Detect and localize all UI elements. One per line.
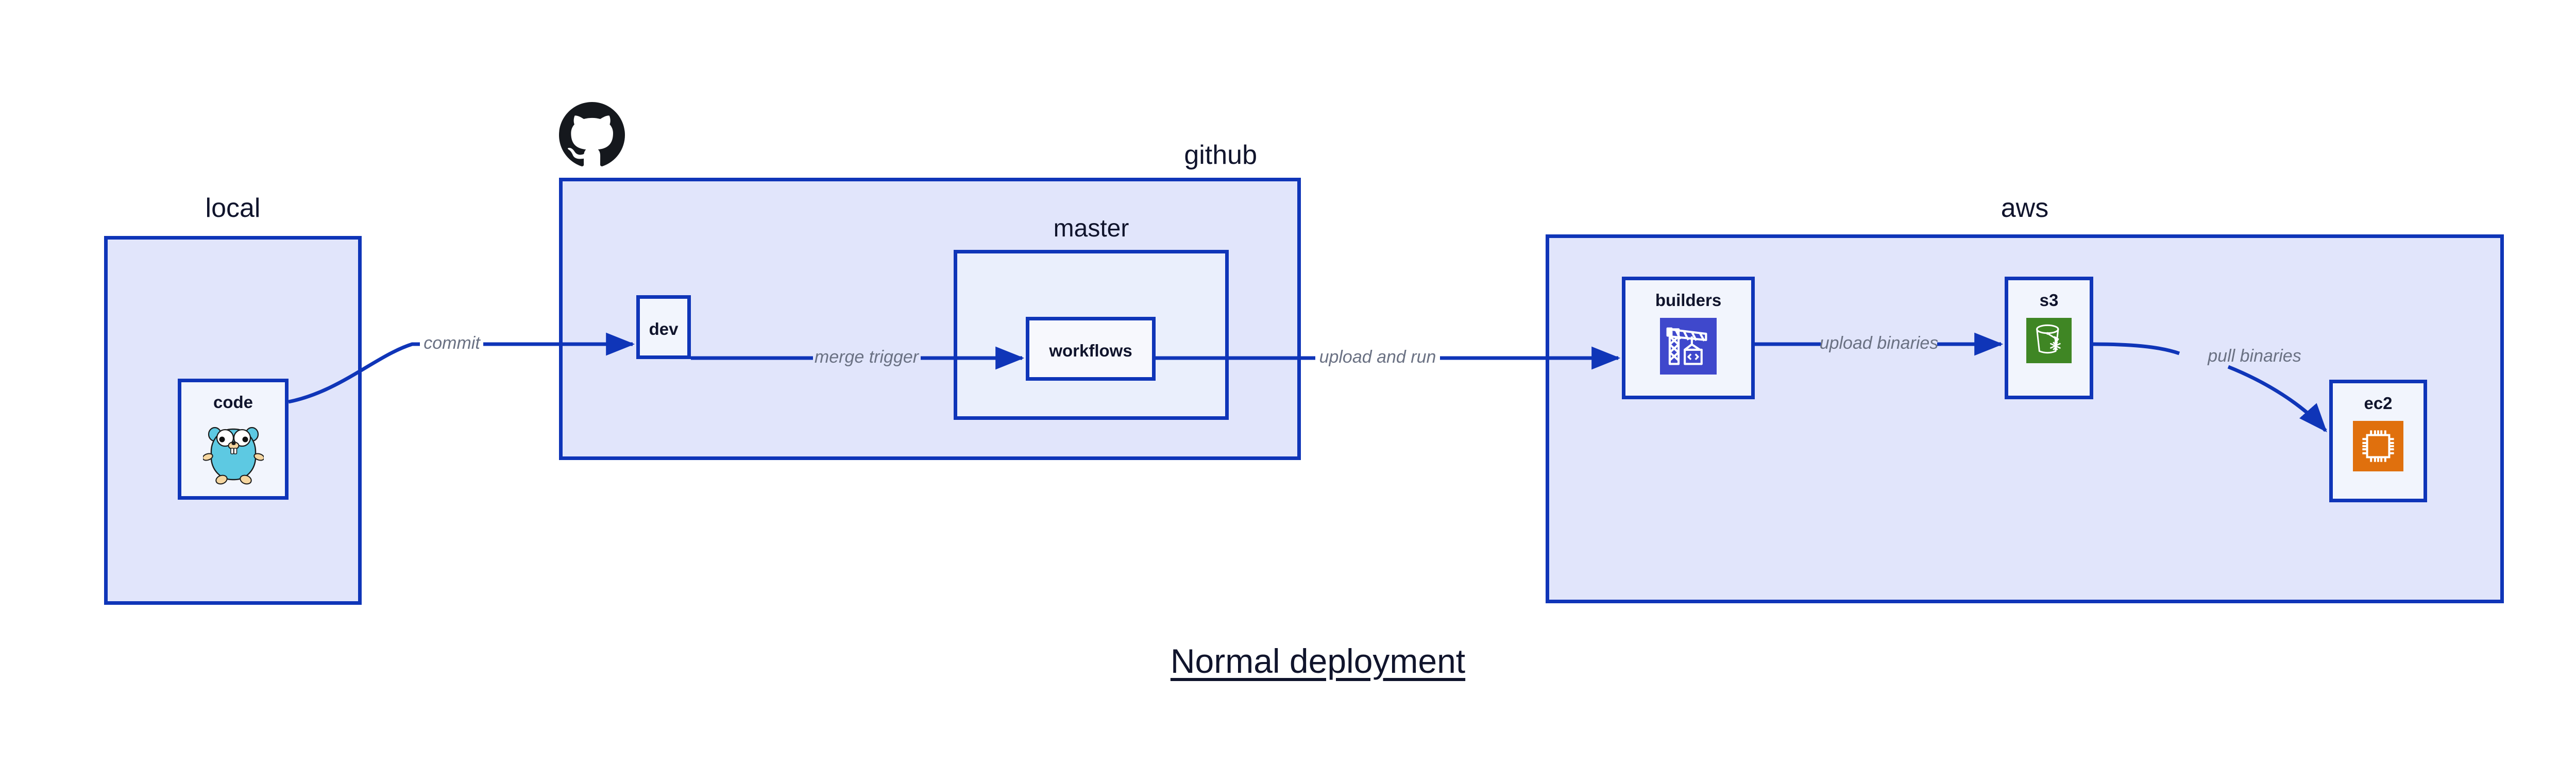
node-label-ec2: ec2 [2364, 394, 2393, 413]
group-label-github: github [1184, 140, 1257, 170]
node-label-workflows: workflows [1049, 341, 1132, 360]
edge-label-upload-and-run: upload and run [1319, 347, 1436, 367]
aws-codebuild-icon [1660, 318, 1717, 375]
aws-ec2-icon [2353, 421, 2403, 471]
node-workflows[interactable]: workflows [1026, 317, 1156, 381]
node-code[interactable]: code [178, 379, 289, 500]
node-label-code: code [213, 393, 253, 412]
node-label-dev: dev [649, 319, 679, 338]
edge-label-commit: commit [423, 333, 481, 353]
group-label-aws: aws [2001, 193, 2049, 223]
node-s3[interactable]: s3 [2005, 277, 2093, 399]
node-label-builders: builders [1655, 291, 1722, 310]
group-label-local: local [205, 193, 261, 223]
node-label-s3: s3 [2039, 291, 2059, 310]
aws-s3-glacier-icon [2026, 318, 2072, 363]
node-ec2[interactable]: ec2 [2329, 380, 2427, 502]
group-label-master: master [1053, 215, 1129, 242]
go-gopher-icon [201, 420, 265, 486]
node-builders[interactable]: builders [1622, 277, 1755, 399]
page-title: Normal deployment [1170, 642, 1466, 680]
node-dev[interactable]: dev [636, 295, 691, 359]
github-octocat-logo [559, 102, 625, 171]
